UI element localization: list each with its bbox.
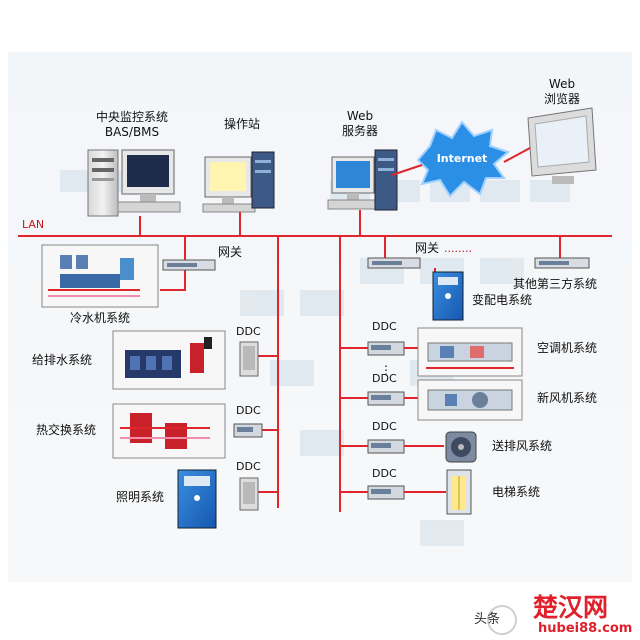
watermark-prefix: 头条 [474, 611, 500, 627]
background-panel [8, 52, 632, 582]
ddc-device-links [404, 347, 446, 493]
ddc-left-3 [239, 477, 259, 511]
watermark-logo [487, 605, 517, 635]
ddc-right-1 [367, 341, 405, 356]
ddc-right-2 [367, 391, 405, 406]
ventilation-label: 送排风系统 [492, 438, 552, 453]
ddc-right-4 [367, 485, 405, 500]
lighting-label: 照明系统 [116, 490, 164, 504]
fresh-air-box [417, 379, 523, 421]
watermark-url: hubei88.com [538, 621, 632, 636]
ddc-left-3-label: DDC [236, 460, 261, 473]
bas-label-line1: 中央监控系统 [96, 109, 168, 124]
internet-cloud-icon [416, 120, 510, 198]
ddc-left-1 [239, 341, 259, 377]
network-lines [18, 147, 612, 512]
browser-label-line1: Web [549, 77, 575, 91]
third-party-label: 其他第三方系统 [513, 276, 597, 291]
lighting-cabinet [177, 469, 217, 529]
gateway-right [367, 257, 421, 269]
gateway-left [162, 259, 216, 271]
ddc-left-2 [233, 423, 263, 438]
watermark-brand: 楚汉网 [533, 593, 608, 622]
ops-label: 操作站 [224, 116, 260, 131]
chiller-label: 冷水机系统 [70, 311, 130, 325]
web-server-label-line1: Web [347, 109, 373, 123]
bas-workstation [87, 149, 181, 217]
ac-unit-box [417, 327, 523, 377]
ddc-left-2-label: DDC [236, 404, 261, 417]
ventilation-fan-icon [445, 431, 477, 463]
bas-label-line2: BAS/BMS [105, 125, 159, 139]
ddc-ellipsis: ⋮ [380, 363, 392, 377]
ddc-right-1-label: DDC [372, 320, 397, 333]
operator-station [202, 151, 275, 213]
lan-label: LAN [22, 218, 44, 231]
gateway-dots: ........ [444, 242, 472, 255]
web-server [327, 149, 398, 211]
gateway-right-label: 网关 [415, 241, 439, 255]
heat-exchange-box [112, 403, 226, 459]
browser-monitor [527, 107, 597, 184]
ddc-right-4-label: DDC [372, 467, 397, 480]
ddc-right-3-label: DDC [372, 420, 397, 433]
substation-cabinet [432, 271, 464, 321]
web-server-label-line2: 服务器 [342, 123, 378, 138]
water-supply-box [112, 330, 226, 390]
substation-label: 变配电系统 [472, 292, 532, 307]
elevator-label: 电梯系统 [492, 485, 540, 499]
third-party-gateway [534, 257, 590, 269]
ac-unit-label: 空调机系统 [537, 341, 597, 355]
gateway-left-label: 网关 [218, 245, 242, 259]
elevator-icon [446, 469, 472, 515]
ddc-right-3 [367, 439, 405, 454]
fresh-air-label: 新风机系统 [537, 390, 597, 405]
water-supply-label: 给排水系统 [32, 353, 92, 367]
chiller-system-box [41, 244, 159, 308]
heat-exchange-label: 热交换系统 [36, 422, 96, 437]
ddc-left-1-label: DDC [236, 325, 261, 338]
browser-label-line2: 浏览器 [544, 91, 580, 106]
ddc-right-2-label: DDC [372, 372, 397, 385]
internet-label: Internet [437, 152, 488, 165]
